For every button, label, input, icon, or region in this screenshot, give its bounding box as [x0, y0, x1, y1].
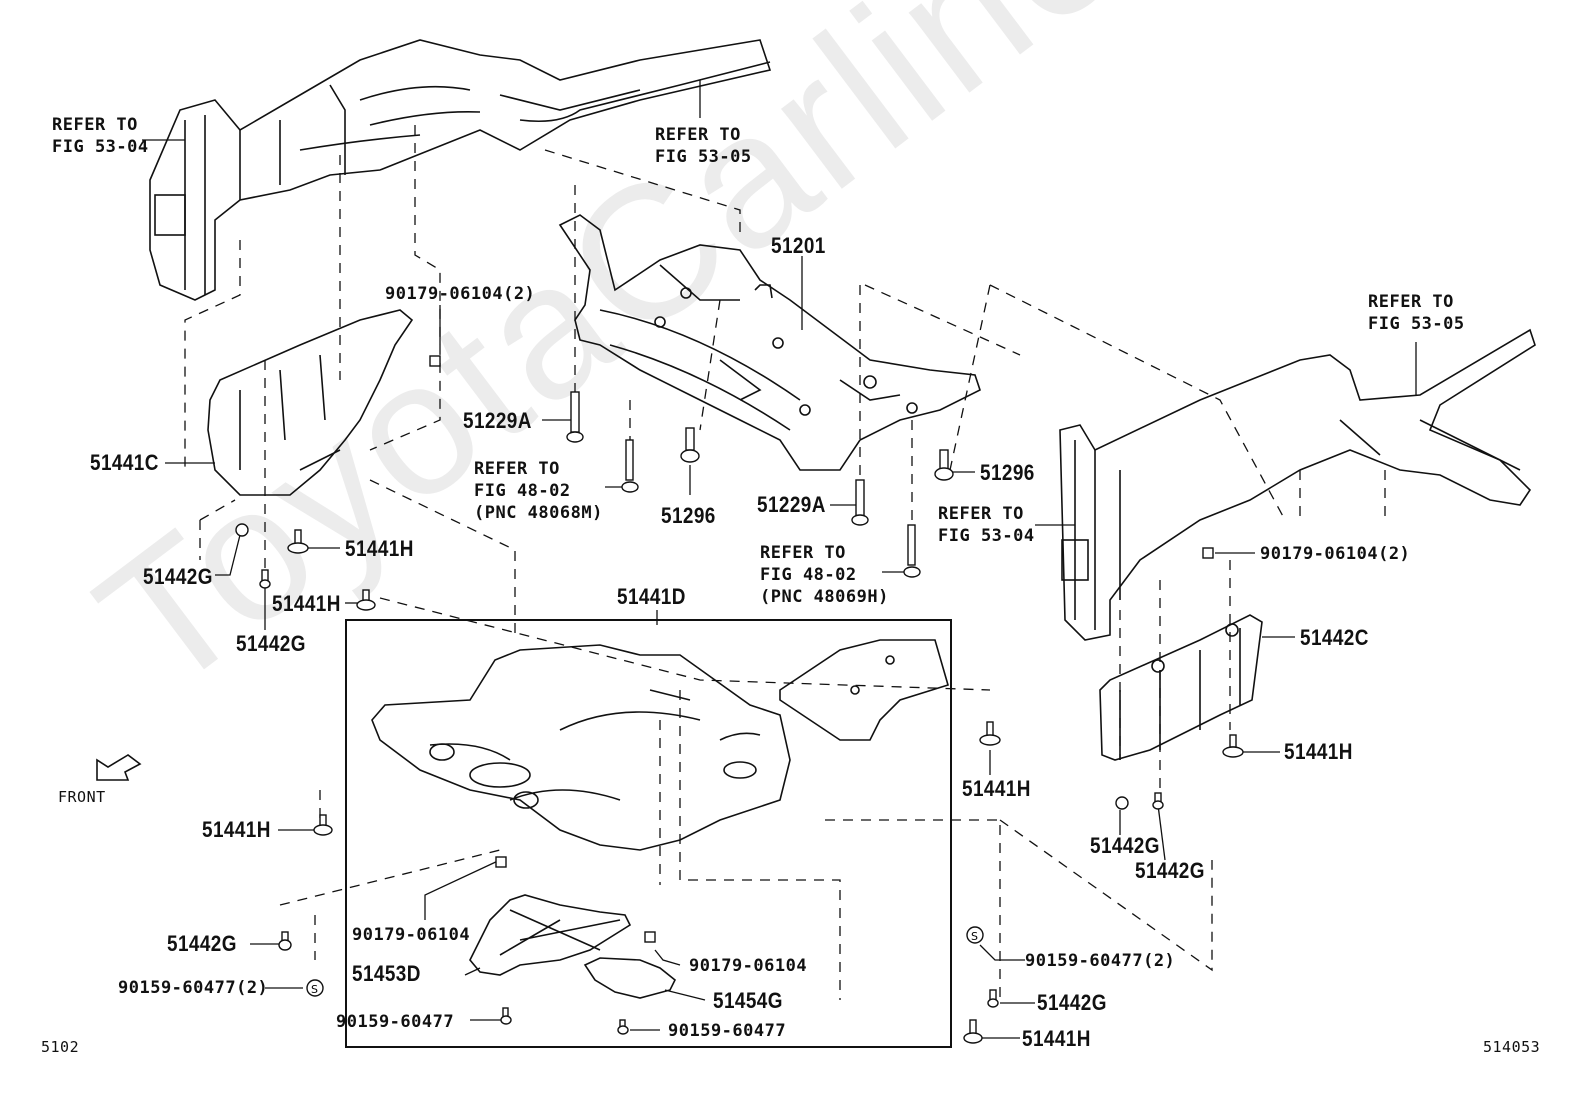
- part-label-51442g-2[interactable]: 51442G: [236, 631, 306, 656]
- group-label-51441d[interactable]: 51441D: [617, 584, 686, 609]
- part-label-51296-left[interactable]: 51296: [661, 503, 716, 528]
- part-label-90179-06104-bottom-1[interactable]: 90179-06104: [352, 925, 471, 945]
- part-label-51441h-3[interactable]: 51441H: [1284, 739, 1353, 764]
- screw-51441h-1: [287, 529, 309, 554]
- crossmember-51201: [558, 214, 981, 471]
- part-label-51453d[interactable]: 51453D: [352, 961, 421, 986]
- nut-90179-b1: [495, 856, 507, 868]
- figure-number: 514053: [1483, 1038, 1541, 1056]
- reference-fig-53-04-right[interactable]: REFER TO FIG 53-04: [938, 504, 1035, 546]
- part-label-51442g-4[interactable]: 51442G: [1135, 858, 1205, 883]
- left-frame-rail: [149, 39, 772, 301]
- clip-51442g-6: [987, 989, 999, 1008]
- fasteners: S S: [235, 355, 1244, 1044]
- assembly-guide-lines: [184, 125, 1386, 1000]
- part-label-90159-60477-2-left[interactable]: 90159-60477(2): [118, 978, 269, 998]
- part-label-51442g-5[interactable]: 51442G: [167, 931, 237, 956]
- screw-90159-b1: [500, 1007, 512, 1025]
- cover-51442c: [1099, 614, 1263, 761]
- bolt-51296-right: [934, 449, 954, 481]
- group-box-51441d: [345, 619, 952, 1048]
- screw-90159-r: S: [966, 926, 984, 944]
- clip-51442g-5: [278, 931, 292, 951]
- nut-90179-tl: [429, 355, 441, 367]
- part-label-51441h-1[interactable]: 51441H: [345, 536, 414, 561]
- screw-90159-l: S: [306, 979, 324, 997]
- part-label-51442g-3[interactable]: 51442G: [1090, 833, 1160, 858]
- part-label-51442c[interactable]: 51442C: [1300, 625, 1369, 650]
- cover-51454g: [583, 957, 677, 999]
- svg-text:S: S: [311, 983, 318, 996]
- part-label-51442g-1[interactable]: 51442G: [143, 564, 213, 589]
- clip-51442g-2: [259, 569, 271, 589]
- part-label-90179-06104-2-right[interactable]: 90179-06104(2): [1260, 544, 1411, 564]
- cover-51453d: [469, 894, 632, 976]
- clip-51442g-4: [1152, 792, 1164, 810]
- leader-lines: [142, 80, 1417, 1039]
- part-label-51441c[interactable]: 51441C: [90, 450, 159, 475]
- part-label-90179-06104-2-top[interactable]: 90179-06104(2): [385, 284, 536, 304]
- part-label-90159-60477-2-right[interactable]: 90159-60477(2): [1025, 951, 1176, 971]
- screw-51441h-2: [356, 589, 376, 611]
- part-label-51454g[interactable]: 51454G: [713, 988, 783, 1013]
- part-label-51229a-right[interactable]: 51229A: [757, 492, 826, 517]
- reference-fig-48-02-pnc-48068m[interactable]: REFER TO FIG 48-02 (PNC 48068M): [474, 459, 603, 523]
- screw-51441h-5: [313, 814, 333, 836]
- bolt-51296-left: [680, 427, 700, 463]
- bolt-48069h: [903, 524, 921, 578]
- front-label: FRONT: [58, 788, 106, 806]
- nut-90179-b2: [644, 931, 656, 943]
- right-frame-rail: [1059, 328, 1536, 641]
- screw-51441h-3: [1222, 734, 1244, 758]
- part-label-51441h-5[interactable]: 51441H: [202, 817, 271, 842]
- part-label-51441h-4[interactable]: 51441H: [962, 776, 1031, 801]
- bolt-48068m: [621, 439, 639, 493]
- screw-51441h-6: [963, 1019, 983, 1044]
- reference-fig-48-02-pnc-48069h[interactable]: REFER TO FIG 48-02 (PNC 48069H): [760, 543, 889, 607]
- cover-51441c: [207, 309, 414, 496]
- clip-51442g-3: [1115, 796, 1129, 810]
- part-label-51229a-left[interactable]: 51229A: [463, 408, 532, 433]
- part-label-51441h-2[interactable]: 51441H: [272, 591, 341, 616]
- bolt-51229a-left: [566, 391, 584, 443]
- section-code: 5102: [41, 1038, 80, 1056]
- part-label-51442g-6[interactable]: 51442G: [1037, 990, 1107, 1015]
- part-label-51201[interactable]: 51201: [771, 233, 826, 258]
- front-arrow-icon: [96, 754, 142, 781]
- nut-90179-r: [1202, 547, 1214, 559]
- part-label-90159-60477-bottom-1[interactable]: 90159-60477: [336, 1012, 455, 1032]
- clip-51442g-1: [235, 523, 249, 537]
- bolt-51229a-right: [851, 479, 869, 526]
- reference-fig-53-05-top[interactable]: REFER TO FIG 53-05: [655, 125, 752, 167]
- part-label-51296-right[interactable]: 51296: [980, 460, 1035, 485]
- part-label-90179-06104-bottom-2[interactable]: 90179-06104: [689, 956, 808, 976]
- part-label-90159-60477-bottom-2[interactable]: 90159-60477: [668, 1021, 787, 1041]
- reference-fig-53-05-right[interactable]: REFER TO FIG 53-05: [1368, 292, 1465, 334]
- screw-51441h-4: [979, 721, 1001, 746]
- under-cover-51441d: [371, 639, 949, 851]
- part-label-51441h-6[interactable]: 51441H: [1022, 1026, 1091, 1051]
- screw-90159-b2: [617, 1019, 629, 1035]
- reference-fig-53-04-left[interactable]: REFER TO FIG 53-04: [52, 115, 149, 157]
- svg-text:S: S: [971, 930, 978, 943]
